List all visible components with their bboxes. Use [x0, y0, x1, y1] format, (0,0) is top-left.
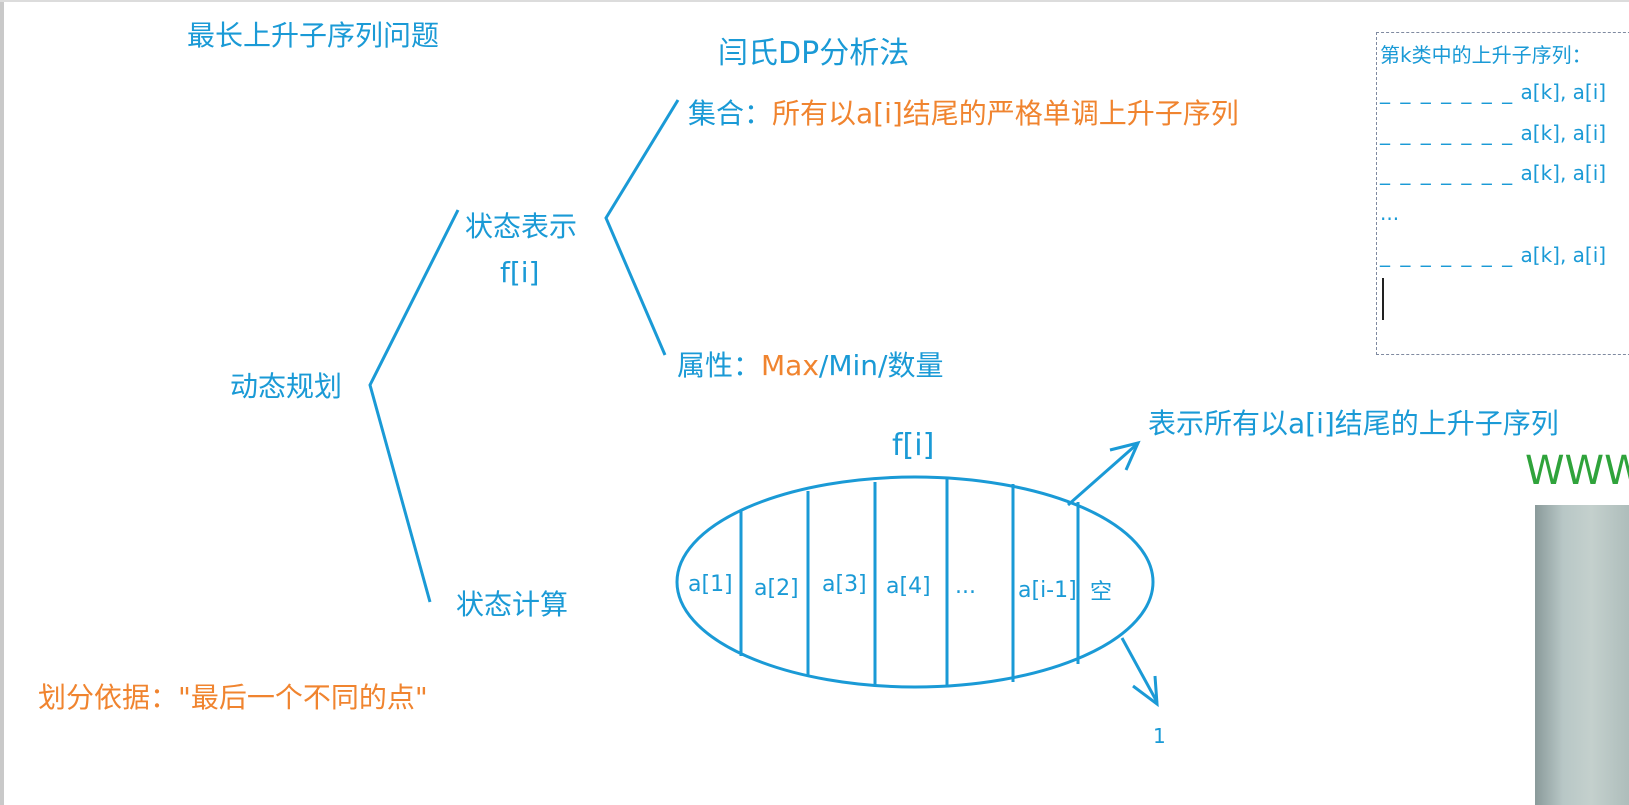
note-title: 第k类中的上升子序列： [1380, 39, 1592, 68]
attr-prefix: 属性： [677, 349, 761, 382]
page-title: 最长上升子序列问题 [187, 14, 439, 54]
state-repr-bracket [606, 100, 678, 355]
note-row: _ _ _ _ _ _ _ a[k], a[i] [1380, 121, 1606, 145]
arrow-up-line [1068, 445, 1136, 505]
split-basis: 划分依据："最后一个不同的点" [38, 676, 428, 716]
arrow-up-note: 表示所有以a[i]结尾的上升子序列 [1148, 402, 1559, 442]
note-row: _ _ _ _ _ _ _ a[k], a[i] [1380, 243, 1606, 267]
set-prefix: 集合： [688, 97, 772, 130]
note-row-text: a[k], a[i] [1521, 121, 1607, 145]
set-desc: 所有以a[i]结尾的严格单调上升子序列 [772, 97, 1239, 130]
text-cursor [1382, 278, 1384, 320]
note-dash: _ _ _ _ _ _ _ [1380, 121, 1514, 145]
arrow-down-note: 1 [1153, 724, 1166, 748]
root-bracket [370, 210, 458, 602]
note-row: _ _ _ _ _ _ _ a[k], a[i] [1380, 80, 1606, 104]
attr-line: 属性：Max/Min/数量 [677, 344, 943, 384]
state-repr-label: 状态表示 [465, 205, 577, 245]
ellipse-part: a[1] [688, 572, 733, 597]
root-label: 动态规划 [230, 365, 342, 405]
ellipse-title: f[i] [892, 428, 934, 463]
ellipse-part: ... [955, 574, 976, 599]
note-row-text: a[k], a[i] [1521, 80, 1607, 104]
note-box[interactable]: 第k类中的上升子序列： _ _ _ _ _ _ _ a[k], a[i] _ _… [1376, 32, 1629, 355]
ellipse-part: a[i-1] [1018, 578, 1077, 603]
ellipse-part: a[2] [754, 576, 799, 601]
ellipse-part: 空 [1090, 574, 1112, 606]
note-ellipsis: ... [1380, 201, 1399, 225]
ellipse-part: a[4] [886, 574, 931, 599]
www-text: WWW [1525, 448, 1629, 494]
state-calc-label: 状态计算 [456, 583, 568, 623]
state-repr-func: f[i] [500, 256, 539, 289]
note-row-text: a[k], a[i] [1521, 243, 1607, 267]
note-dash: _ _ _ _ _ _ _ [1380, 80, 1514, 104]
note-dash: _ _ _ _ _ _ _ [1380, 243, 1514, 267]
note-row-text: a[k], a[i] [1521, 161, 1607, 185]
attr-rest: /Min/数量 [819, 349, 944, 382]
note-row: _ _ _ _ _ _ _ a[k], a[i] [1380, 161, 1606, 185]
note-dash: _ _ _ _ _ _ _ [1380, 161, 1514, 185]
ellipse-part: a[3] [822, 572, 867, 597]
video-thumbnail [1535, 505, 1629, 805]
set-line: 集合：所有以a[i]结尾的严格单调上升子序列 [688, 92, 1239, 132]
method-title: 闫氏DP分析法 [718, 28, 909, 72]
attr-max: Max [761, 349, 819, 382]
